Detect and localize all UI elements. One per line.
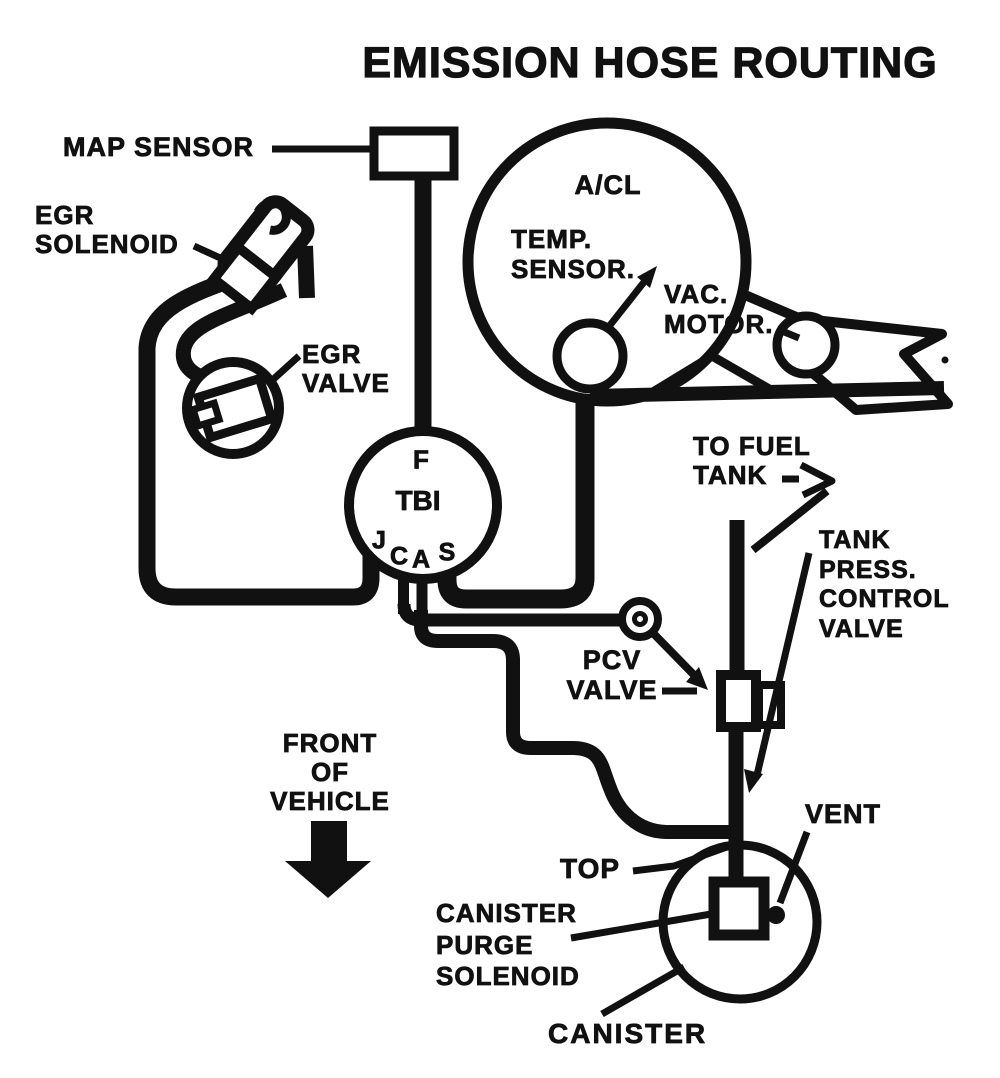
tbi-port-stub-a bbox=[416, 576, 428, 614]
label-acl: A/CL bbox=[574, 170, 642, 201]
leader-canister-purge bbox=[570, 909, 718, 942]
label-tbi-port-f: F bbox=[413, 444, 430, 475]
leader-vac-motor bbox=[775, 325, 801, 342]
label-tbi-port-a: A bbox=[411, 545, 431, 574]
label-canister-purge-solenoid: CANISTER PURGE SOLENOID bbox=[436, 898, 580, 992]
canister-purge-solenoid-box bbox=[708, 876, 770, 941]
label-tbi-port-j: J bbox=[372, 526, 387, 555]
leader-top bbox=[632, 843, 729, 875]
front-of-vehicle-arrow bbox=[285, 821, 371, 898]
pcv-valve-inner bbox=[632, 611, 648, 627]
vac-motor-circle bbox=[772, 311, 840, 379]
diagram-title: EMISSION HOSE ROUTING bbox=[362, 39, 938, 87]
vent-port-dot bbox=[767, 906, 785, 924]
leader-egr-solenoid bbox=[192, 242, 231, 266]
hose-egr-solenoid-to-tbi-j bbox=[138, 260, 380, 606]
leader-to-fuel-tank-line bbox=[750, 487, 830, 554]
leader-to-fuel-tank-arrowhead bbox=[799, 461, 836, 499]
leader-pcv-valve-line bbox=[649, 629, 698, 679]
egr-valve-body bbox=[182, 357, 284, 459]
hose-tbi-a-to-canister bbox=[414, 610, 740, 839]
label-tbi: TBI bbox=[395, 485, 441, 517]
leader-temp-sensor bbox=[604, 274, 651, 332]
temp-sensor-circle bbox=[552, 318, 628, 394]
tbi-port-stub-c bbox=[398, 576, 409, 614]
leader-canister bbox=[600, 963, 686, 1018]
leader-egr-valve bbox=[264, 353, 302, 388]
leader-vent bbox=[776, 830, 811, 905]
label-tank-press-control-valve: TANK PRESS. CONTROL VALVE bbox=[819, 526, 950, 643]
label-egr-valve: EGR VALVE bbox=[302, 339, 390, 399]
label-vent: VENT bbox=[805, 799, 882, 830]
hose-tbi-s-to-temp-sensor bbox=[437, 394, 595, 609]
label-vac-motor: VAC. MOTOR. bbox=[664, 279, 774, 339]
leader-pcv-arrowhead bbox=[686, 667, 708, 690]
label-temp-sensor: TEMP. SENSOR. bbox=[511, 224, 636, 284]
leader-tank-press-arrowhead bbox=[744, 769, 763, 793]
leader-tank-press-valve bbox=[753, 552, 813, 776]
label-front-of-vehicle: FRONT OF VEHICLE bbox=[270, 728, 390, 817]
hose-acl-kink bbox=[645, 351, 774, 399]
label-map-sensor: MAP SENSOR bbox=[63, 132, 255, 163]
label-to-fuel-tank: TO FUEL TANK bbox=[693, 431, 811, 491]
label-tbi-port-s: S bbox=[438, 538, 456, 567]
leader-temp-sensor-arrowhead bbox=[637, 266, 657, 288]
label-canister: CANISTER bbox=[548, 1018, 708, 1050]
label-pcv-valve: PCV VALVE bbox=[566, 645, 658, 706]
map-sensor-box bbox=[369, 126, 459, 181]
tank-press-valve-body bbox=[716, 670, 761, 732]
label-egr-solenoid: EGR SOLENOID bbox=[35, 200, 179, 260]
printing-dot bbox=[941, 356, 949, 364]
label-top: TOP bbox=[560, 853, 621, 885]
label-tbi-port-c: C bbox=[389, 542, 409, 571]
hose-egr-solenoid-stub bbox=[297, 245, 315, 299]
egr-solenoid-body bbox=[206, 195, 315, 316]
